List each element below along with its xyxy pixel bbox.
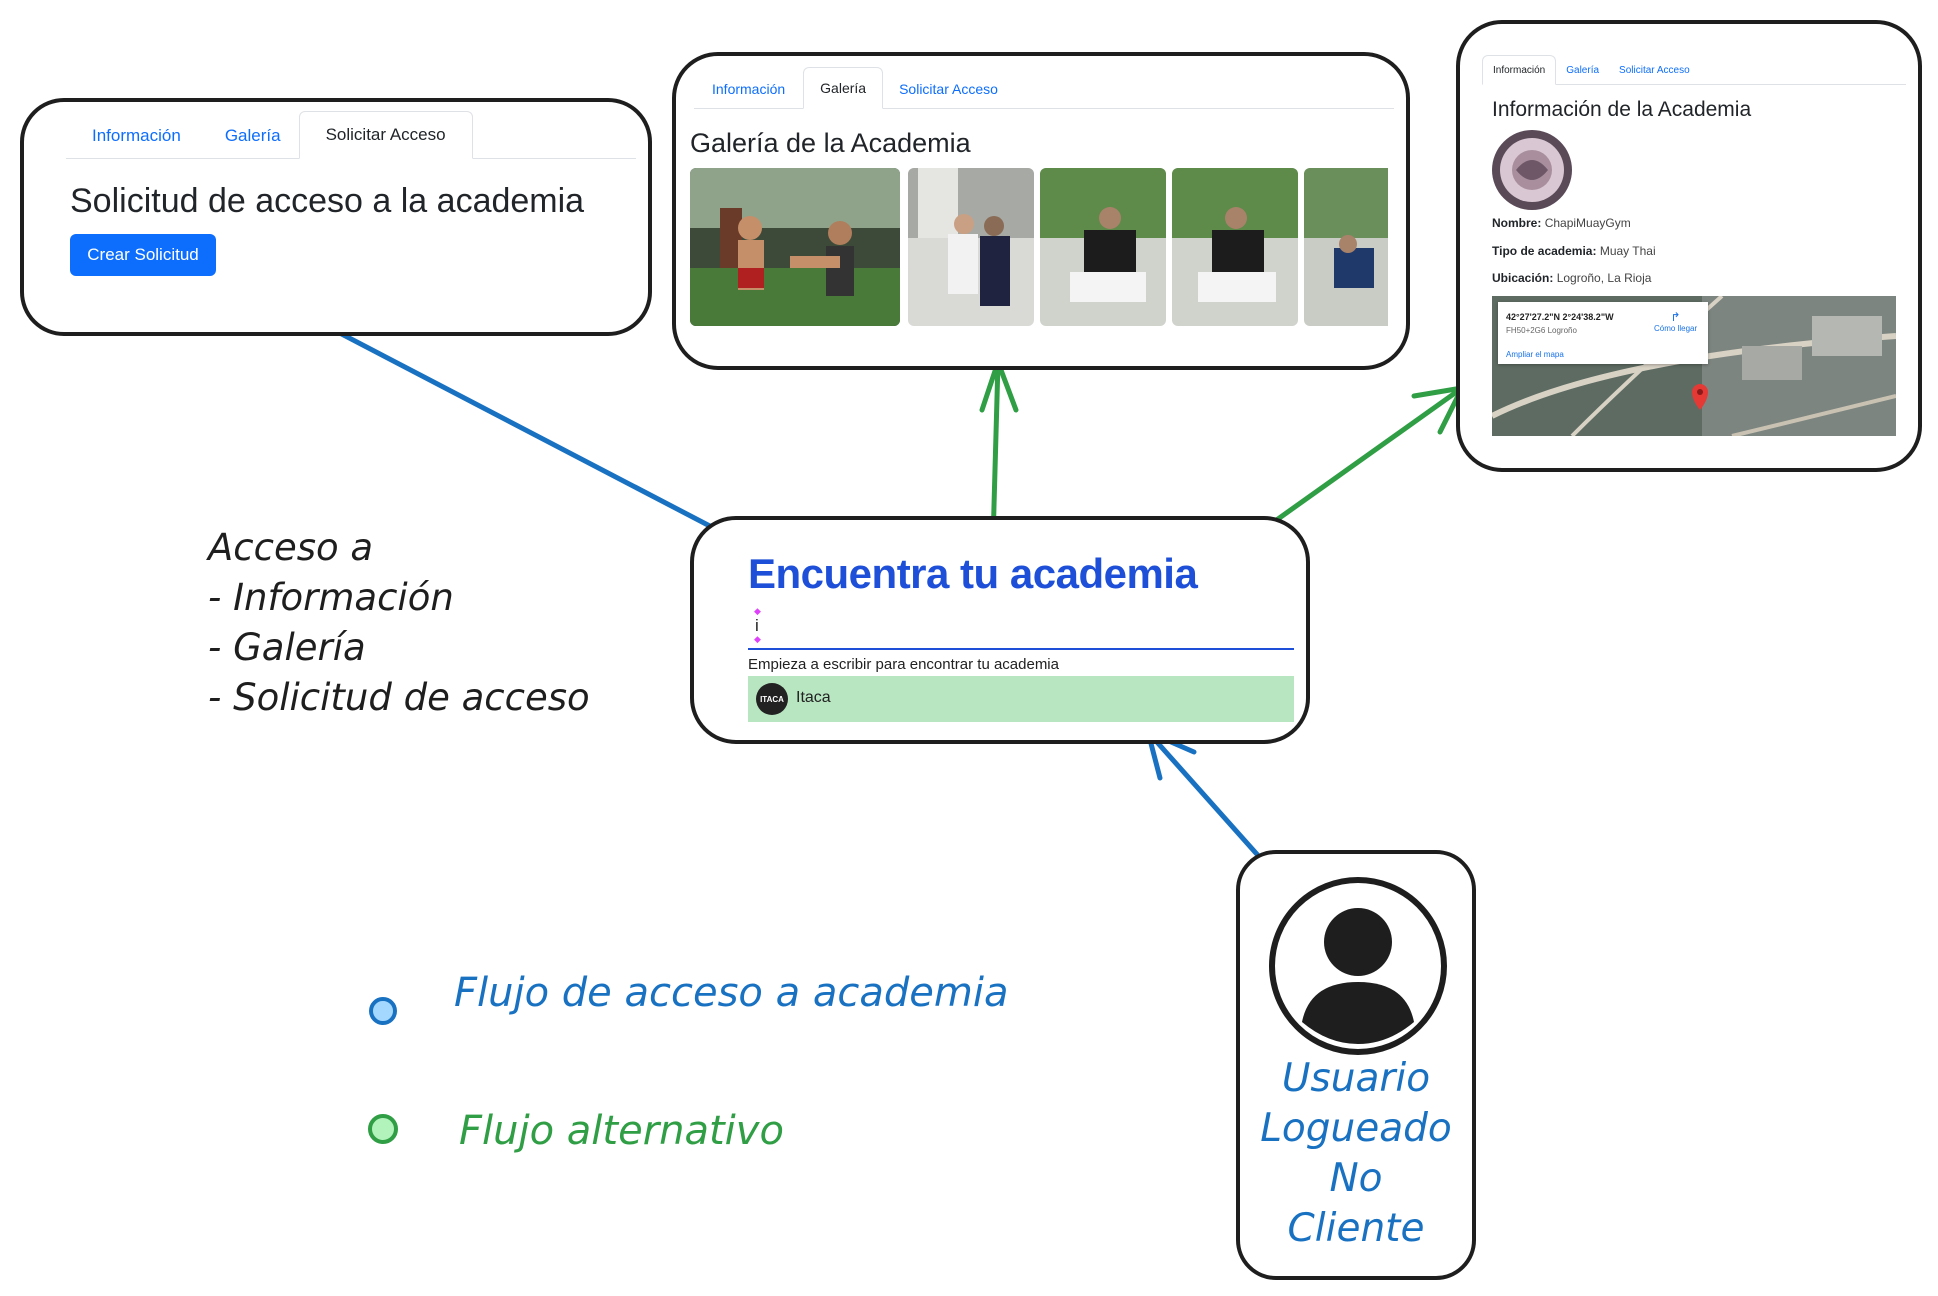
legend-marker-blue — [369, 997, 397, 1025]
search-input-value: i — [755, 616, 759, 635]
search-result-name: Itaca — [796, 689, 831, 706]
info-tabs: Información Galería Solicitar Acceso — [1482, 52, 1906, 85]
tab-informacion[interactable]: Información — [92, 126, 181, 145]
field-ubicacion: Ubicación: Logroño, La Rioja — [1492, 271, 1652, 285]
gallery-photo-bjj-1[interactable] — [908, 168, 1034, 326]
field-tipo: Tipo de academia: Muay Thai — [1492, 244, 1656, 258]
field-nombre: Nombre: ChapiMuayGym — [1492, 216, 1631, 230]
tab-informacion[interactable]: Información — [1482, 55, 1557, 85]
text-cursor-icon: ◆ — [754, 634, 761, 644]
search-hint: Empieza a escribir para encontrar tu aca… — [748, 656, 1059, 673]
map-enlarge-link[interactable]: Ampliar el mapa — [1506, 350, 1564, 359]
actor-label-line: Logueado — [1260, 1106, 1452, 1151]
access-note-line: - Solicitud de acceso — [208, 676, 590, 719]
actor-label-line: Cliente — [1287, 1206, 1425, 1251]
academy-logo — [1492, 130, 1572, 210]
tab-galeria[interactable]: Galería — [1566, 64, 1600, 76]
tab-solicitar-acceso[interactable]: Solicitar Acceso — [298, 111, 473, 159]
tab-solicitar-acceso[interactable]: Solicitar Acceso — [899, 81, 998, 97]
location-map[interactable]: 42°27'27.2"N 2°24'38.2"W FH50+2G6 Logroñ… — [1492, 296, 1896, 436]
map-plus-code: FH50+2G6 Logroño — [1506, 326, 1577, 335]
search-input[interactable]: ◆ i ◆ — [748, 606, 1294, 650]
actor-label-line: Usuario — [1281, 1056, 1431, 1101]
info-heading: Información de la Academia — [1492, 98, 1752, 121]
gallery-panel: Información Galería Solicitar Acceso Gal… — [672, 52, 1410, 370]
request-panel: Información Galería Solicitar Acceso Sol… — [20, 98, 652, 336]
legend-label-green: Flujo alternativo — [459, 1108, 784, 1154]
access-note-line: Acceso a — [208, 526, 374, 569]
legend-marker-green — [368, 1114, 398, 1144]
create-request-button[interactable]: Crear Solicitud — [70, 234, 216, 276]
access-note-line: - Información — [208, 576, 454, 619]
actor-box: Usuario Logueado No Cliente — [1236, 850, 1476, 1280]
info-panel: Información Galería Solicitar Acceso Inf… — [1456, 20, 1922, 472]
tab-informacion[interactable]: Información — [712, 81, 786, 97]
text-cursor-icon: ◆ — [754, 606, 761, 616]
arrow-search-to-gallery — [990, 359, 1001, 545]
directions-icon: ↱ — [1670, 310, 1681, 324]
gallery-photo-bjj-4[interactable] — [1304, 168, 1388, 326]
access-note-line: - Galería — [208, 626, 366, 669]
tab-galeria[interactable]: Galería — [224, 126, 281, 145]
gallery-tabs: Información Galería Solicitar Acceso — [694, 64, 1394, 109]
request-tabs: Información Galería Solicitar Acceso — [66, 108, 636, 159]
gallery-photo-muaythai[interactable] — [690, 168, 900, 326]
search-panel: Encuentra tu academia ◆ i ◆ Empieza a es… — [690, 516, 1310, 744]
gallery-heading: Galería de la Academia — [690, 128, 971, 158]
gallery-photo-bjj-3[interactable] — [1172, 168, 1298, 326]
tab-solicitar-acceso[interactable]: Solicitar Acceso — [1619, 64, 1690, 76]
map-info-card: 42°27'27.2"N 2°24'38.2"W FH50+2G6 Logroñ… — [1498, 302, 1708, 364]
tab-galeria[interactable]: Galería — [803, 67, 884, 109]
actor-label-line: No — [1329, 1156, 1383, 1201]
gallery-photo-bjj-2[interactable] — [1040, 168, 1166, 326]
academy-logo: ITACA — [756, 683, 788, 715]
search-title: Encuentra tu academia — [748, 550, 1198, 597]
request-heading: Solicitud de acceso a la academia — [70, 182, 585, 220]
map-directions[interactable]: ↱ Cómo llegar — [1654, 310, 1698, 333]
map-coords: 42°27'27.2"N 2°24'38.2"W — [1506, 312, 1614, 322]
search-result-item[interactable]: ITACA Itaca — [748, 676, 1294, 722]
legend-label-blue: Flujo de acceso a academia — [454, 970, 1009, 1016]
user-icon — [1266, 874, 1450, 1058]
